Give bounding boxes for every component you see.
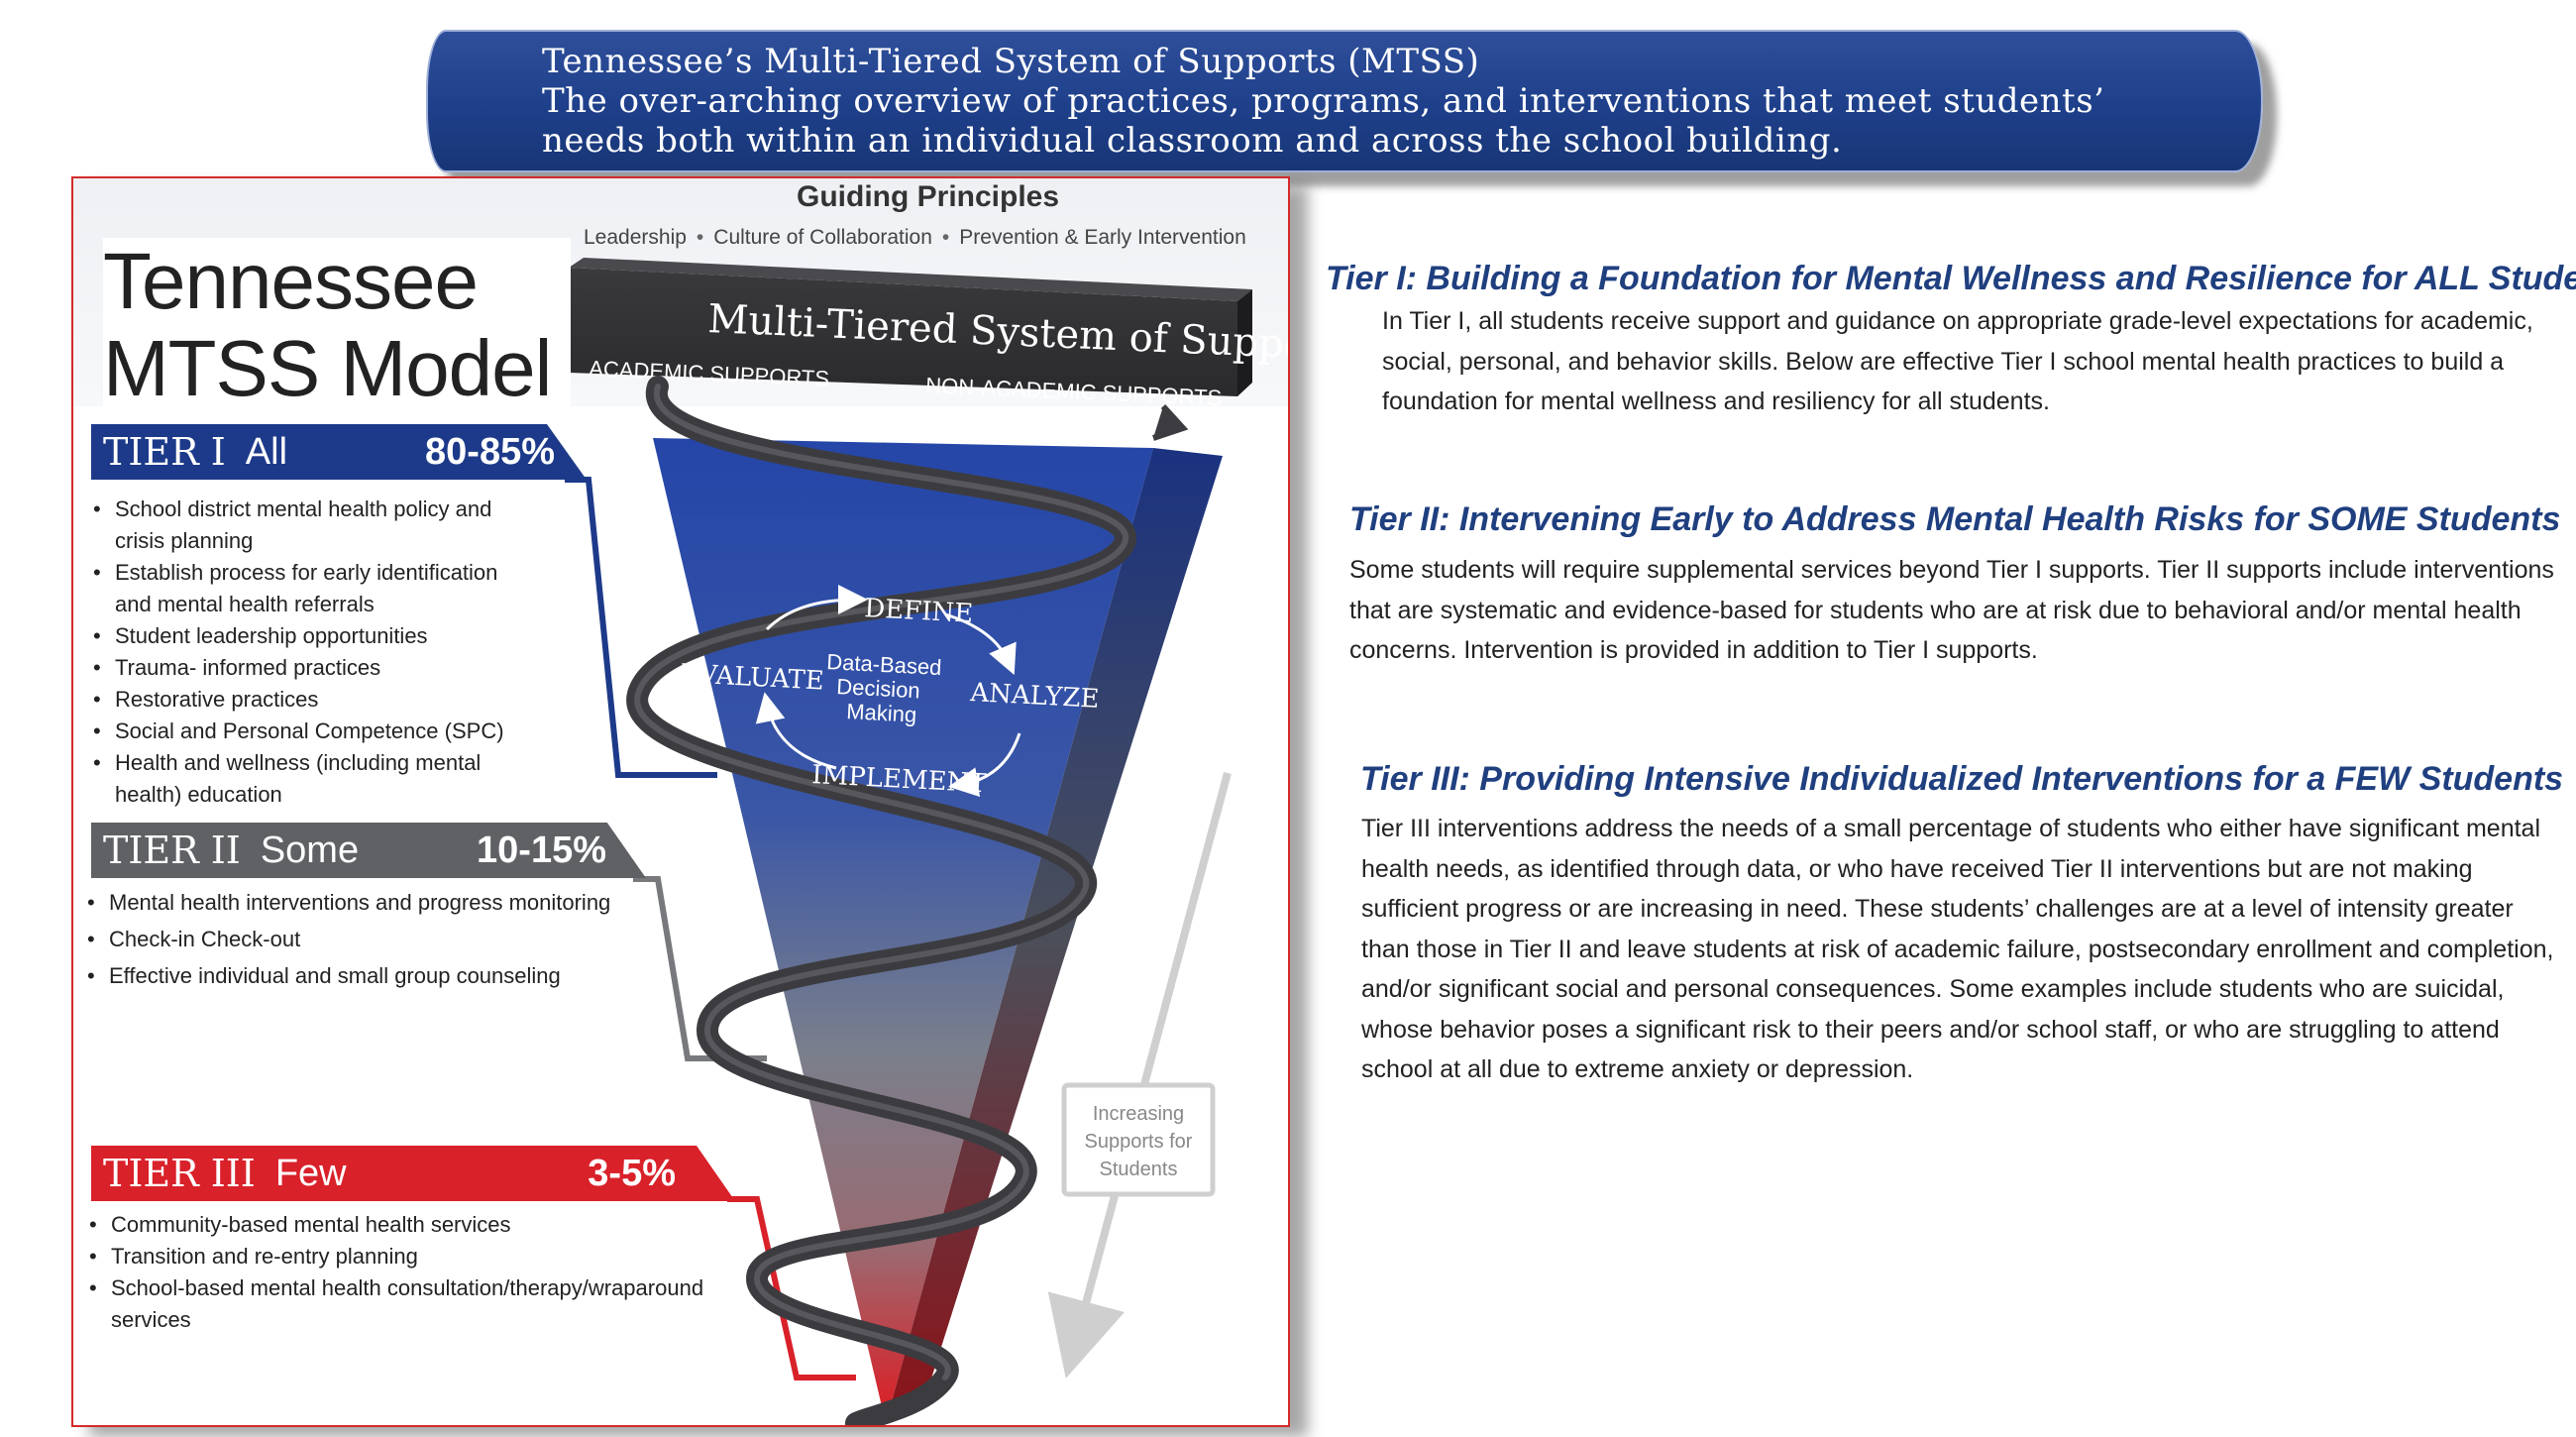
tier1-header: TIER I All 80-85%: [91, 424, 587, 480]
list-item: Transition and re-entry planning: [89, 1241, 723, 1272]
tier2-description-body: Some students will require supplemental …: [1349, 556, 2554, 664]
list-item: Trauma- informed practices: [93, 652, 539, 684]
header-banner: Tennessee’s Multi-Tiered System of Suppo…: [426, 30, 2263, 172]
list-item: Social and Personal Competence (SPC): [93, 716, 539, 747]
cycle-center-line1: Data-Based: [826, 649, 942, 680]
list-item: Community-based mental health services: [89, 1209, 723, 1241]
cycle-center-line3: Making: [846, 699, 917, 727]
mtss-box: [569, 268, 1237, 396]
list-item: Health and wellness (including mental he…: [93, 747, 539, 811]
banner-text: Tennessee’s Multi-Tiered System of Suppo…: [542, 42, 2221, 161]
tier1-percent: 80-85%: [425, 430, 555, 473]
banner-subtitle-line1: The over-arching overview of practices, …: [542, 81, 2105, 121]
banner-subtitle-line2: needs both within an individual classroo…: [542, 121, 1843, 161]
increasing-supports-line3: Students: [1100, 1159, 1178, 1180]
tier1-list: School district mental health policy and…: [93, 494, 539, 811]
tier3-header: TIER III Few 3-5%: [91, 1146, 735, 1201]
tier1-connector: [565, 477, 717, 778]
funnel-side: [886, 448, 1223, 1423]
mtss-box-side: [1237, 289, 1252, 396]
tier1-description-body: In Tier I, all students receive support …: [1382, 307, 2533, 415]
mtss-model-panel: Multi-Tiered System of Supports ACADEMIC…: [71, 176, 1290, 1427]
tier3-name: TIER III: [103, 1152, 256, 1195]
model-title: Tennessee MTSS Model: [103, 237, 572, 418]
list-item: School-based mental health consultation/…: [89, 1272, 723, 1336]
funnel-front: [653, 438, 1153, 1423]
tier3-list: Community-based mental health services T…: [89, 1209, 723, 1336]
list-item: Restorative practices: [93, 684, 539, 716]
tier2-percent: 10-15%: [477, 829, 606, 871]
tier2-level: Some: [260, 829, 360, 871]
tier2-list: Mental health interventions and progress…: [87, 884, 642, 994]
list-item: Effective individual and small group cou…: [87, 957, 642, 994]
tier2-header: TIER II Some 10-15%: [91, 823, 646, 878]
list-item: Mental health interventions and progress…: [87, 884, 642, 921]
principle-collaboration: Culture of Collaboration: [713, 226, 932, 249]
tier2-description-title: Tier II: Intervening Early to Address Me…: [1349, 500, 2561, 538]
increasing-supports-arrow: [1047, 771, 1232, 1379]
tier3-description-title: Tier III: Providing Intensive Individual…: [1360, 760, 2564, 798]
model-title-line2: MTSS Model: [103, 324, 552, 412]
list-item: School district mental health policy and…: [93, 494, 539, 557]
guiding-principles-title: Guiding Principles: [797, 180, 1060, 213]
tier3-connector: [727, 1196, 856, 1381]
tier3-level: Few: [274, 1152, 347, 1194]
list-item: Establish process for early identificati…: [93, 557, 539, 620]
mtss-box-top: [569, 258, 1252, 301]
mtss-funnel-diagram: Multi-Tiered System of Supports ACADEMIC…: [565, 258, 1288, 1425]
increasing-supports-line2: Supports for: [1085, 1131, 1193, 1153]
list-item: Student leadership opportunities: [93, 620, 539, 652]
coil-arrow-icon: [1152, 403, 1189, 441]
principle-leadership: Leadership: [584, 226, 687, 249]
cycle-define: DEFINE: [864, 594, 974, 629]
tier3-percent: 3-5%: [588, 1152, 676, 1194]
tier1-name: TIER I: [103, 430, 226, 474]
tier1-description-title: Tier I: Building a Foundation for Mental…: [1326, 260, 2576, 297]
banner-title: Tennessee’s Multi-Tiered System of Suppo…: [542, 42, 1480, 81]
tier1-level: All: [245, 430, 288, 473]
tier2-name: TIER II: [103, 829, 241, 872]
cycle-evaluate: EVALUATE: [680, 659, 825, 697]
principle-prevention: Prevention & Early Intervention: [959, 226, 1246, 249]
list-item: Check-in Check-out: [87, 921, 642, 957]
increasing-supports-box: [1061, 1082, 1216, 1197]
tier3-description-body: Tier III interventions address the needs…: [1361, 815, 2554, 1083]
cycle-analyze: ANALYZE: [969, 678, 1101, 715]
increasing-supports-line1: Increasing: [1093, 1103, 1184, 1125]
model-title-line1: Tennessee: [103, 237, 479, 325]
guiding-principles-items: Leadership•Culture of Collaboration•Prev…: [584, 226, 1246, 249]
cycle-center-line2: Decision: [836, 674, 921, 703]
